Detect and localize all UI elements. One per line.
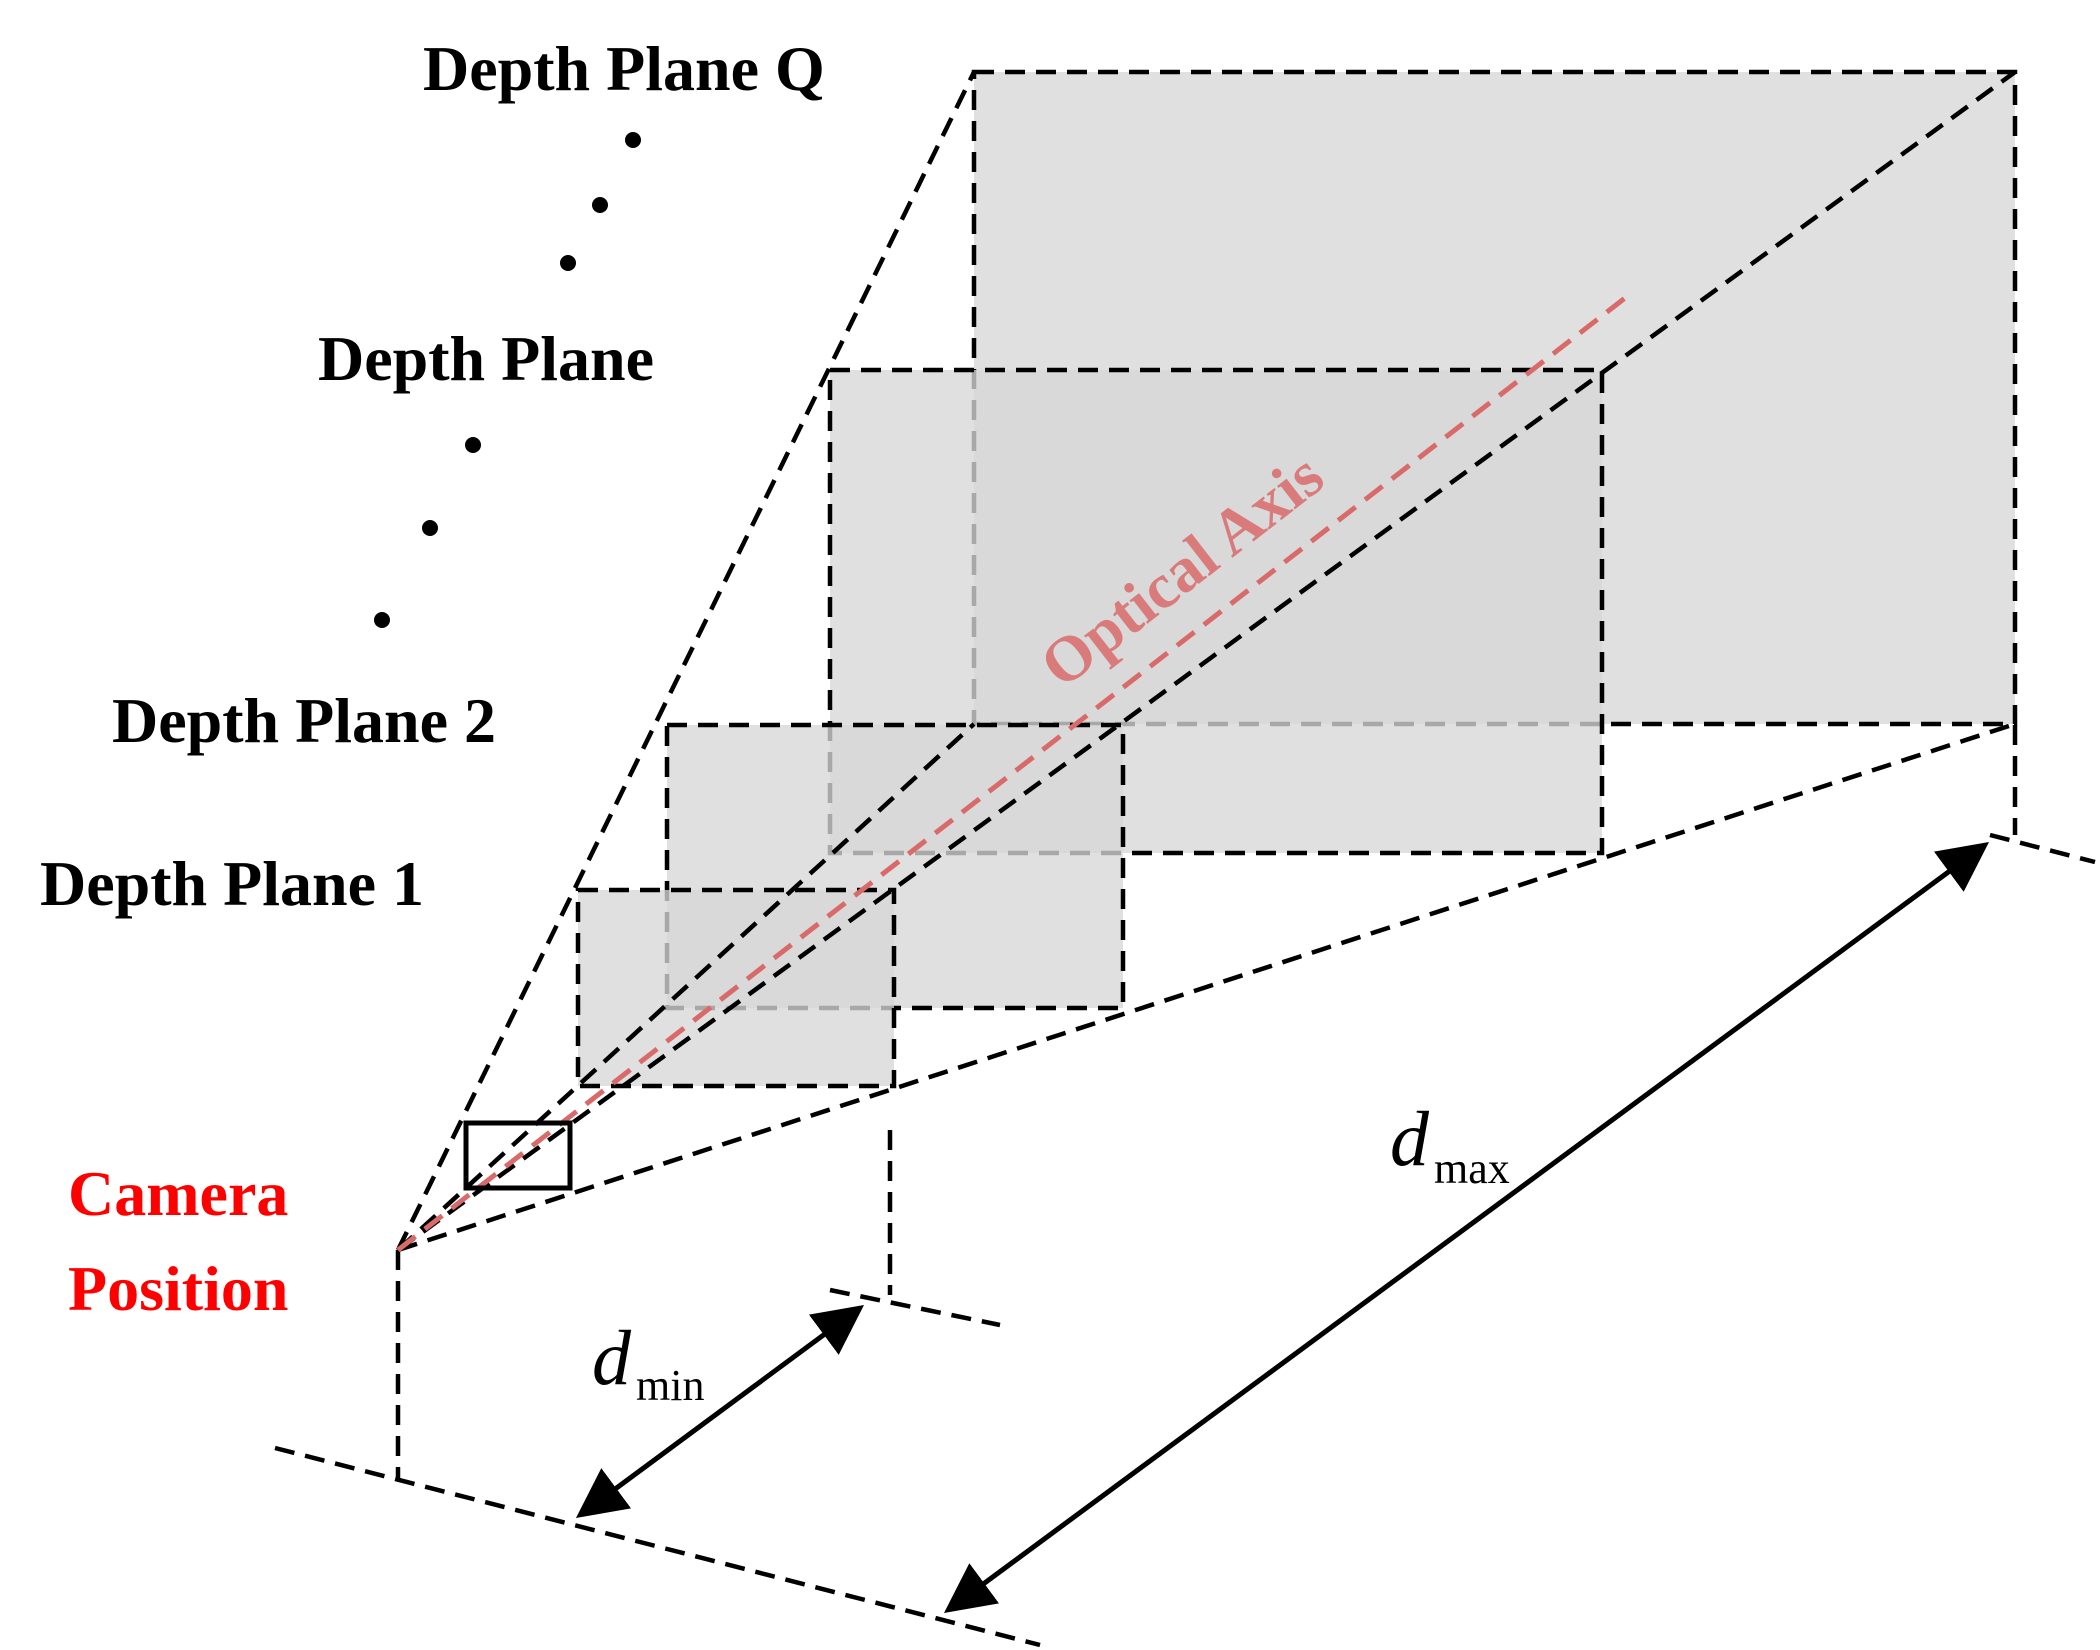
label-camera: Camera xyxy=(68,1158,288,1229)
svg-text:d: d xyxy=(1390,1095,1430,1182)
label-dmax: d max xyxy=(1390,1095,1510,1193)
optical-axis-line xyxy=(396,296,1627,1252)
label-depth-plane-mid: Depth Plane xyxy=(318,323,654,394)
label-depth-plane-q: Depth Plane Q xyxy=(423,33,825,104)
label-dmin: d min xyxy=(592,1314,704,1410)
ground-lines xyxy=(274,725,2096,1648)
svg-text:max: max xyxy=(1434,1144,1510,1193)
camera-box xyxy=(463,1120,573,1191)
label-position: Position xyxy=(68,1253,288,1324)
label-depth-plane-2: Depth Plane 2 xyxy=(112,685,496,756)
label-depth-plane-1: Depth Plane 1 xyxy=(40,848,424,919)
svg-text:min: min xyxy=(636,1361,704,1410)
dmin-arrow xyxy=(575,1305,865,1518)
ellipsis-dots-upper xyxy=(560,132,641,271)
dmax-arrow xyxy=(943,842,1990,1613)
ellipsis-dots-lower xyxy=(374,437,481,628)
svg-text:d: d xyxy=(592,1314,632,1401)
